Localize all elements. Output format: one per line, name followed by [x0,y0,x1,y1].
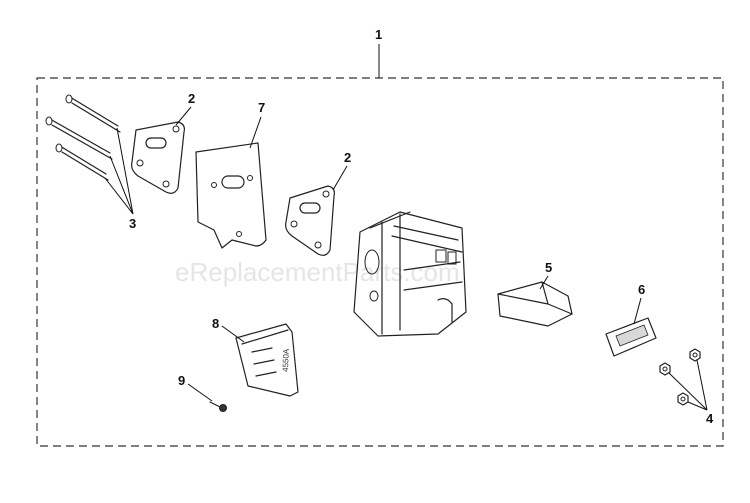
gasket-part-2-right [285,185,335,256]
heat-shield-part-8: 4550A [235,323,299,397]
leader-line-7 [249,116,262,149]
callout-6: 6 [638,282,645,297]
callout-4: 4 [706,411,714,426]
callout-1: 1 [375,27,382,42]
leader-lines-3 [104,127,134,215]
callout-8: 8 [212,316,219,331]
leader-lines-4 [668,359,708,411]
nuts-part-4 [659,348,701,406]
leader-line-9 [187,383,213,402]
bolts-part-3 [45,94,121,181]
heat-shield-stamp: 4550A [281,348,291,372]
leader-line-2-left [175,106,192,126]
callout-9: 9 [178,373,185,388]
screen-part-6 [605,317,657,357]
callout-2-right: 2 [344,150,351,165]
gasket-part-2-left [131,121,185,194]
assembly-boundary-box [36,77,724,447]
callout-2-left: 2 [188,91,195,106]
watermark-text: eReplacementParts.com [175,257,460,287]
leader-line-2-right [332,165,348,191]
leader-line-8 [221,325,245,343]
callout-5: 5 [545,260,552,275]
screw-part-9 [209,401,227,412]
plate-part-7 [195,142,267,249]
leader-line-6 [633,297,642,325]
leader-line-5 [539,275,549,290]
callout-7: 7 [258,100,265,115]
deflector-part-5 [497,281,573,327]
muffler-body [353,211,467,337]
callout-3: 3 [129,216,136,231]
